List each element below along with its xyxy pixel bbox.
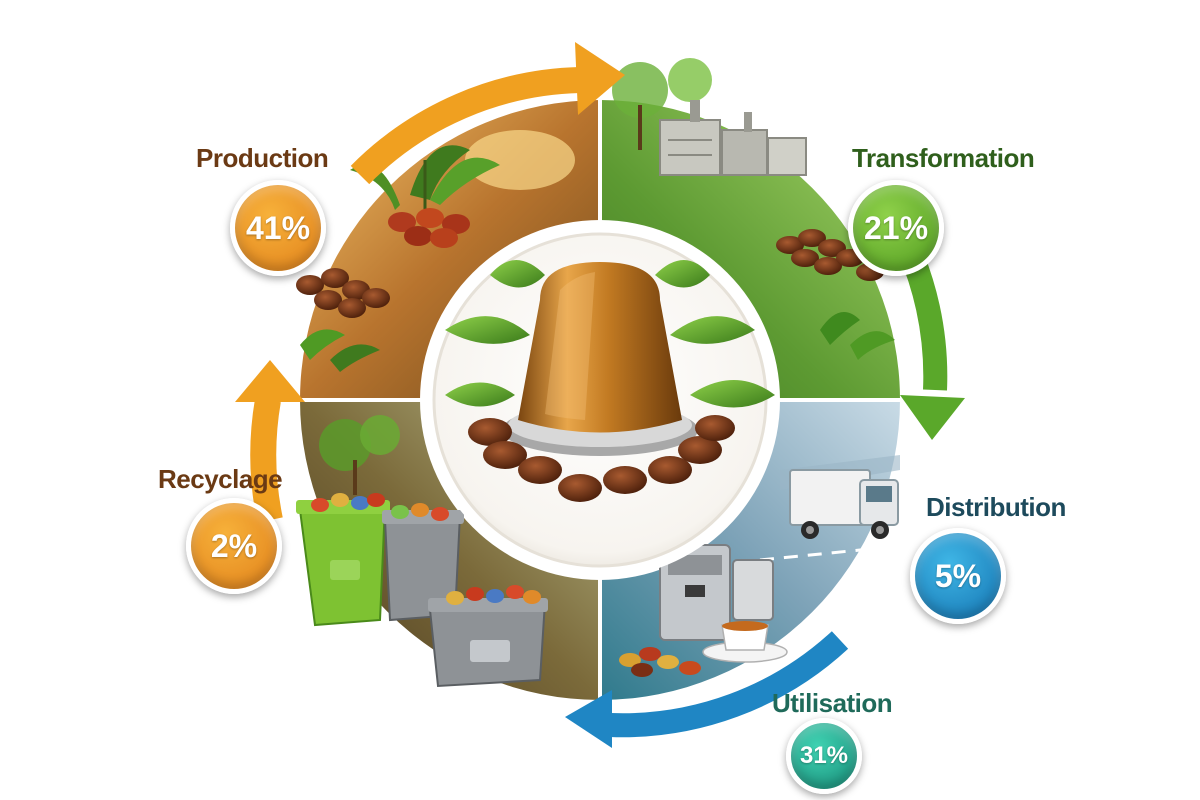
leaf-icon (445, 260, 775, 408)
distribution-percent-badge: 5% (910, 528, 1006, 624)
transformation-percent-badge: 21% (848, 180, 944, 276)
coffee-bean-icon (296, 208, 470, 318)
plant-icon (820, 312, 895, 360)
recyclage-scene (296, 415, 548, 688)
distribution-scene (619, 455, 900, 677)
arrow-recyclage-to-production (235, 360, 305, 523)
capsule-icon (502, 262, 698, 456)
recycling-bin-icon (296, 500, 390, 627)
arrow-utilisation-to-recyclage (565, 631, 849, 748)
plant-icon (300, 329, 380, 372)
utilisation-label: Utilisation (772, 688, 893, 718)
plant-icon (319, 415, 400, 495)
coffee-bean-icon (619, 647, 701, 677)
recycling-bin-icon (428, 598, 548, 688)
recyclage-label: Recyclage (158, 464, 283, 494)
arrow-production-to-transformation (350, 42, 625, 185)
transformation-scene (612, 58, 895, 360)
coffee-bean-icon (468, 415, 735, 502)
truck-icon (789, 469, 899, 539)
plant-icon (612, 58, 712, 150)
transformation-label: Transformation (852, 143, 1035, 173)
utilisation-percent-badge: 31% (786, 718, 862, 794)
factory-icon (659, 100, 807, 176)
capsule-icon (311, 493, 541, 605)
distribution-label: Distribution (926, 492, 1066, 522)
capsule-illustration (445, 260, 775, 502)
recyclage-percent-badge: 2% (186, 498, 282, 594)
coffee-cup-icon (702, 621, 788, 663)
production-percent-badge: 41% (230, 180, 326, 276)
production-label: Production (196, 143, 329, 173)
coffee-machine-icon (659, 544, 774, 641)
